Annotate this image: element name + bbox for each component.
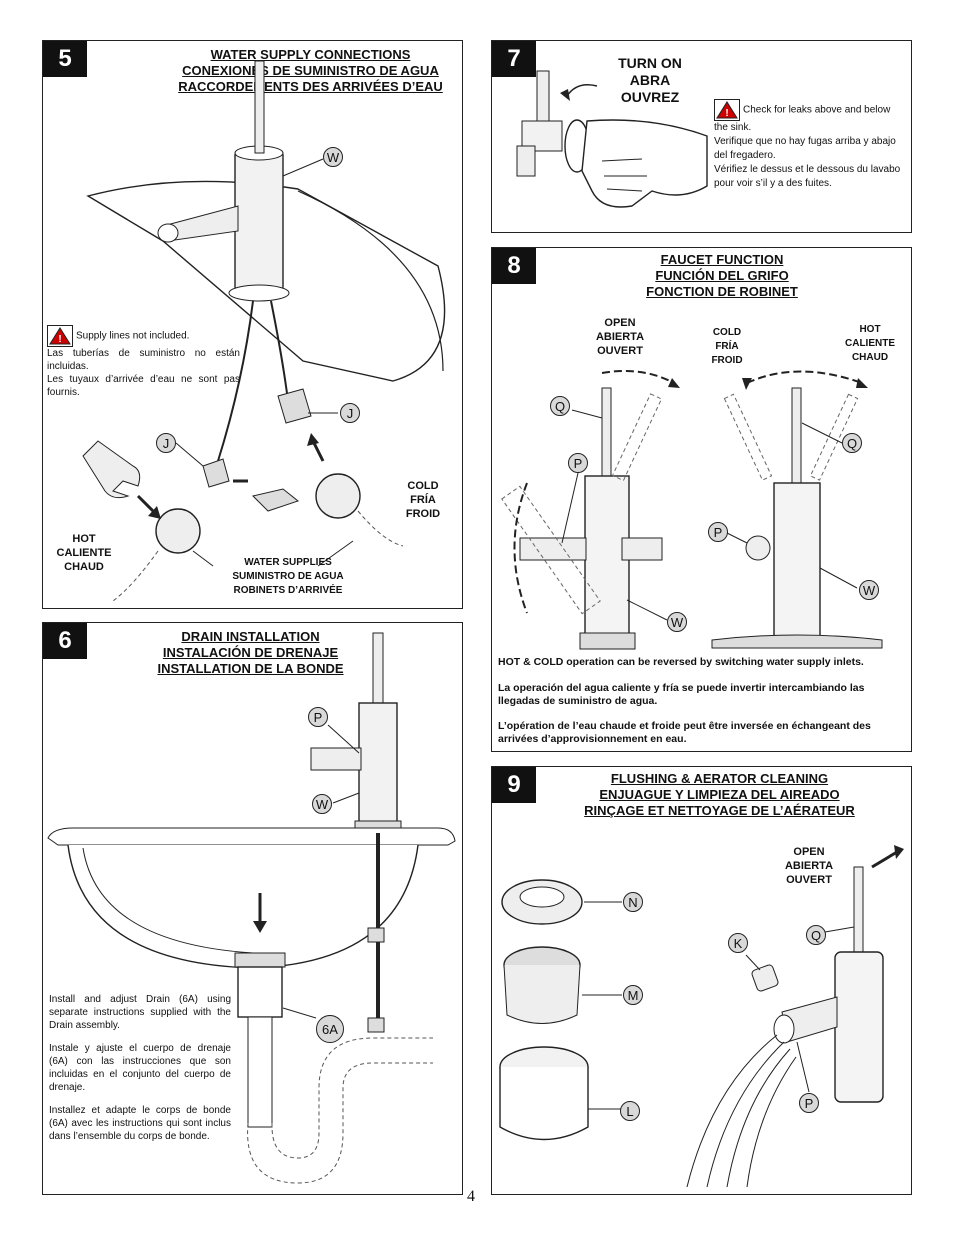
callout-w: W bbox=[312, 794, 332, 814]
drain-illustration bbox=[47, 632, 456, 1184]
callout-q: Q bbox=[842, 433, 862, 453]
svg-text:!: ! bbox=[58, 334, 61, 345]
step8-note-en: HOT & COLD operation can be reversed by … bbox=[498, 656, 864, 668]
faucet-function-illustration bbox=[501, 370, 883, 650]
warning-icon: ! bbox=[47, 325, 73, 347]
callout-p: P bbox=[308, 707, 328, 727]
callout-m: M bbox=[623, 985, 643, 1005]
callout-n: N bbox=[623, 892, 643, 912]
aerator-illustration bbox=[499, 845, 904, 1188]
callout-w: W bbox=[323, 147, 343, 167]
step5-warning: ! Supply lines not included. Las tubería… bbox=[47, 325, 240, 399]
step5-title: WATER SUPPLY CONNECTIONS CONEXIONES DE S… bbox=[178, 47, 443, 94]
callout-k: K bbox=[728, 933, 748, 953]
step7-number: 7 bbox=[492, 41, 536, 77]
callout-l: L bbox=[620, 1101, 640, 1121]
step9-number: 9 bbox=[492, 767, 536, 803]
water-supply-illustration bbox=[82, 60, 446, 602]
callout-w: W bbox=[667, 612, 687, 632]
valve-hand-illustration bbox=[516, 70, 708, 208]
step5-panel: 5 WATER SUPPLY CONNECTIONS CONEXIONES DE… bbox=[42, 40, 463, 609]
callout-w: W bbox=[859, 580, 879, 600]
step6-instructions: Install and adjust Drain (6A) using sepa… bbox=[49, 994, 231, 1142]
step7-warning: ! Check for leaks above and below the si… bbox=[714, 99, 904, 191]
callout-q: Q bbox=[806, 925, 826, 945]
step8-note-es: La operación del agua caliente y fría se… bbox=[498, 682, 865, 707]
step8-note-fr: L’opération de l’eau chaude et froide pe… bbox=[498, 720, 871, 745]
svg-text:!: ! bbox=[725, 108, 728, 119]
callout-j: J bbox=[340, 403, 360, 423]
callout-p: P bbox=[568, 453, 588, 473]
warning-icon: ! bbox=[714, 99, 740, 121]
callout-6a: 6A bbox=[316, 1015, 344, 1043]
step5-number: 5 bbox=[43, 41, 87, 77]
callout-j: J bbox=[156, 433, 176, 453]
step6-number: 6 bbox=[43, 623, 87, 659]
step8-number: 8 bbox=[492, 248, 536, 284]
callout-p: P bbox=[708, 522, 728, 542]
callout-q: Q bbox=[550, 396, 570, 416]
page-number: 4 bbox=[467, 1188, 475, 1205]
callout-p: P bbox=[799, 1093, 819, 1113]
